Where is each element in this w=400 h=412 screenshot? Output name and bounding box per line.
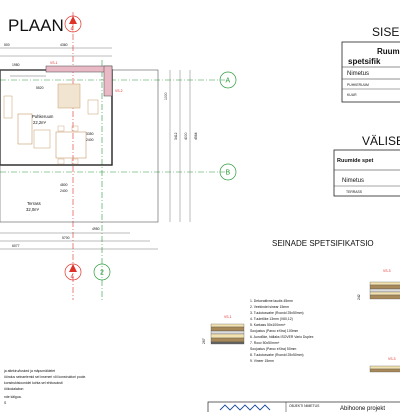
- svg-text:5700: 5700: [62, 236, 70, 240]
- note-4: öökodalabon: [4, 387, 24, 391]
- note-2: ööndus seinaelemid sel inseneri või kons…: [4, 375, 86, 379]
- wall-section-vs3: VS-3 242: [357, 269, 400, 300]
- wall-tag-vs2: VS-2: [115, 89, 123, 93]
- svg-text:Soojustus (Paroc eXtra) 50mm: Soojustus (Paroc eXtra) 50mm: [250, 347, 297, 351]
- svg-text:4: 4: [71, 275, 75, 281]
- title-block: OBJEKTI NIMETUS Abihoone projekt: [207, 401, 400, 412]
- svg-text:3. Tuulutusvahe (Roovid 25x5: 3. Tuulutusvahe (Roovid 25x50mm): [250, 311, 304, 315]
- wall-tag-vs1: VS-1: [50, 61, 58, 65]
- wall-top-section: [45, 65, 113, 73]
- svg-text:4564: 4564: [194, 132, 198, 140]
- note-5: nde kälgua.: [4, 395, 22, 399]
- svg-text:1000: 1000: [164, 92, 168, 100]
- svg-text:4800: 4800: [60, 183, 68, 187]
- svg-text:1980: 1980: [12, 63, 20, 67]
- svg-text:VS-3: VS-3: [388, 357, 396, 361]
- svg-text:4950: 4950: [92, 227, 100, 231]
- furniture-sofa: [17, 113, 33, 145]
- svg-text:4: 4: [71, 27, 75, 33]
- title-block-value: Abihoone projekt: [340, 406, 385, 412]
- svg-text:PUHKERUUM: PUHKERUUM: [347, 83, 369, 87]
- svg-text:242: 242: [357, 294, 361, 300]
- svg-text:4000: 4000: [184, 132, 188, 140]
- svg-text:8. Tuulutusvahe (Roovid 25x5: 8. Tuulutusvahe (Roovid 25x50mm): [250, 353, 304, 357]
- axis-marker-top: 4: [64, 15, 82, 33]
- note-6: S: [4, 401, 7, 405]
- axis-marker-a: A: [219, 71, 237, 89]
- svg-text:VS-3: VS-3: [383, 269, 391, 273]
- room-name-1: Puhkeruum: [32, 114, 54, 119]
- outer-spec-heading: VÄLISE: [362, 134, 400, 148]
- furniture-chair: [33, 129, 51, 149]
- svg-text:3412: 3412: [174, 132, 178, 140]
- title-block-field: OBJEKTI NIMETUS: [289, 404, 320, 408]
- svg-text:Nimetus: Nimetus: [347, 71, 369, 77]
- svg-text:A: A: [226, 78, 231, 85]
- svg-text:6. Aurutõke, hällaks ISOVER: 6. Aurutõke, hällaks ISOVER Vario Duplex: [250, 335, 314, 339]
- svg-text:2. Veekindel sinear 15mm: 2. Veekindel sinear 15mm: [250, 305, 289, 309]
- svg-text:9. Vineer 15mm: 9. Vineer 15mm: [250, 359, 274, 363]
- svg-text:4360: 4360: [60, 43, 68, 47]
- axis-marker-bottom: 4: [64, 263, 82, 281]
- wall-spec-list: 1. Dekoratiivne laudis 45mm 2. Veekindel…: [250, 299, 314, 363]
- svg-text:3350: 3350: [86, 132, 94, 136]
- svg-text:VS-1: VS-1: [224, 315, 232, 319]
- dimension-lines: [0, 47, 191, 250]
- wall-right-section: [103, 65, 113, 97]
- svg-text:KUUR: KUUR: [347, 93, 357, 97]
- note-3: konstruktsioonidel kohta sel ehitusoksit: [4, 381, 63, 385]
- plan-title: PLAAN: [8, 16, 64, 35]
- furniture-dining-table: [55, 131, 87, 159]
- svg-text:7. Roov 50x50mm+: 7. Roov 50x50mm+: [250, 341, 280, 345]
- note-1: ja atlekiru/lusked ja mäpumäldelet: [3, 369, 55, 373]
- wall-spec-heading: SEINADE SPETSIFIKATSIO: [272, 239, 374, 248]
- svg-text:TERRASS: TERRASS: [346, 190, 363, 194]
- svg-text:5520: 5520: [36, 86, 44, 90]
- inner-spec-table: [341, 41, 400, 103]
- axis-marker-b: B: [219, 163, 237, 181]
- svg-text:5. Karkass 50x100mm+: 5. Karkass 50x100mm+: [250, 323, 286, 327]
- svg-text:Ruumide spet: Ruumide spet: [337, 158, 374, 164]
- svg-text:B: B: [226, 170, 231, 177]
- svg-text:2400: 2400: [60, 189, 68, 193]
- wall-section-vs3-lower: VS-3: [369, 357, 400, 373]
- svg-text:spetsifik: spetsifik: [348, 57, 381, 66]
- svg-text:6077: 6077: [12, 244, 20, 248]
- svg-text:4. Tuuletõke 13mm (V60,12): 4. Tuuletõke 13mm (V60,12): [250, 317, 293, 321]
- axis-marker-2: 2: [93, 263, 111, 281]
- furniture-table: [57, 83, 81, 109]
- outer-spec-table: [333, 149, 400, 197]
- company-logo: [219, 404, 271, 411]
- svg-text:267: 267: [202, 338, 206, 344]
- svg-text:Nimetus: Nimetus: [342, 178, 364, 184]
- svg-text:500: 500: [4, 43, 10, 47]
- wall-section-vs1: VS-1 267: [202, 315, 245, 345]
- svg-text:2: 2: [100, 270, 104, 277]
- svg-text:Ruum: Ruum: [377, 47, 400, 56]
- svg-text:2400: 2400: [86, 138, 94, 142]
- room-area-2: 32,0m²: [26, 207, 40, 212]
- svg-text:Soojustus (Paroc eXtra) 100mm: Soojustus (Paroc eXtra) 100mm: [250, 329, 298, 333]
- room-name-2: Terrass: [27, 201, 41, 206]
- room-area-1: 22,2m²: [33, 120, 47, 125]
- svg-text:1. Dekoratiivne laudis 45mm: 1. Dekoratiivne laudis 45mm: [250, 299, 293, 303]
